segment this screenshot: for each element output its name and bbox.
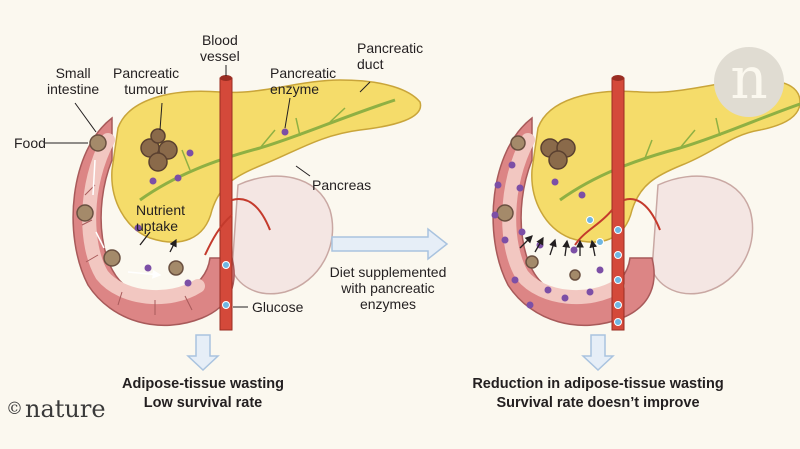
label-line: duct [357,56,384,72]
label-glucose: Glucose [252,299,304,315]
outcome-right: Reduction in adipose-tissue wasting Surv… [463,375,733,413]
label-blood-vessel: Blood vessel [200,32,240,64]
stomach [231,175,334,295]
label-food: Food [14,135,46,151]
outcome-line: Reduction in adipose-tissue wasting [472,376,724,392]
label-line: Pancreatic [357,40,424,56]
blood-vessel-right [611,77,625,331]
label-line: vessel [200,48,240,64]
label-line: enzymes [359,296,417,312]
down-arrow-left [186,334,220,372]
label-line: Nutrient [136,202,186,218]
small-intestine-right [492,116,655,326]
label-diet: Diet supplemented with pancreatic enzyme… [318,264,458,312]
right-panel [491,75,800,331]
label-line: uptake [136,218,179,234]
outcome-line: Survival rate doesn’t improve [496,395,700,411]
left-panel [45,65,422,331]
label-nutrient-uptake: Nutrient uptake [136,202,185,234]
enzymes-right [491,161,604,309]
nature-credit: ©nature [6,395,106,423]
label-line: Small [55,65,91,81]
pancreatic-tumour-right [540,138,576,170]
label-pancreatic-duct: Pancreatic duct [357,40,423,72]
label-line: enzyme [270,81,320,97]
pancreatic-tumour [140,128,178,172]
food-pieces [76,134,184,276]
outcome-line: Low survival rate [143,395,263,411]
blood-vessel [219,77,233,331]
label-pancreas: Pancreas [312,177,372,193]
label-line: Blood [201,32,238,48]
label-pancreatic-enzyme: Pancreatic enzyme [270,65,336,97]
glucose-dots-right [586,216,622,326]
uptake-arrows-right [519,235,598,257]
glucose-dots [222,261,230,309]
label-line: tumour [124,81,168,97]
label-line: intestine [47,81,100,97]
outcome-line: Adipose-tissue wasting [122,376,284,392]
nature-logo: n [714,47,784,117]
down-arrow-right [581,334,615,372]
label-line: Diet supplemented [329,264,447,280]
credit-text: nature [25,395,106,423]
label-line: Pancreatic [270,65,337,81]
label-line: Pancreatic [113,65,180,81]
label-small-intestine: Small intestine [47,65,99,97]
label-pancreatic-tumour: Pancreatic tumour [113,65,179,97]
transition-arrow [331,227,449,261]
enzymes [134,128,289,287]
copyright-symbol: © [6,399,23,419]
label-line: with pancreatic [341,280,435,296]
outcome-left: Adipose-tissue wasting Low survival rate [113,375,293,413]
pancreas-right [531,79,800,243]
